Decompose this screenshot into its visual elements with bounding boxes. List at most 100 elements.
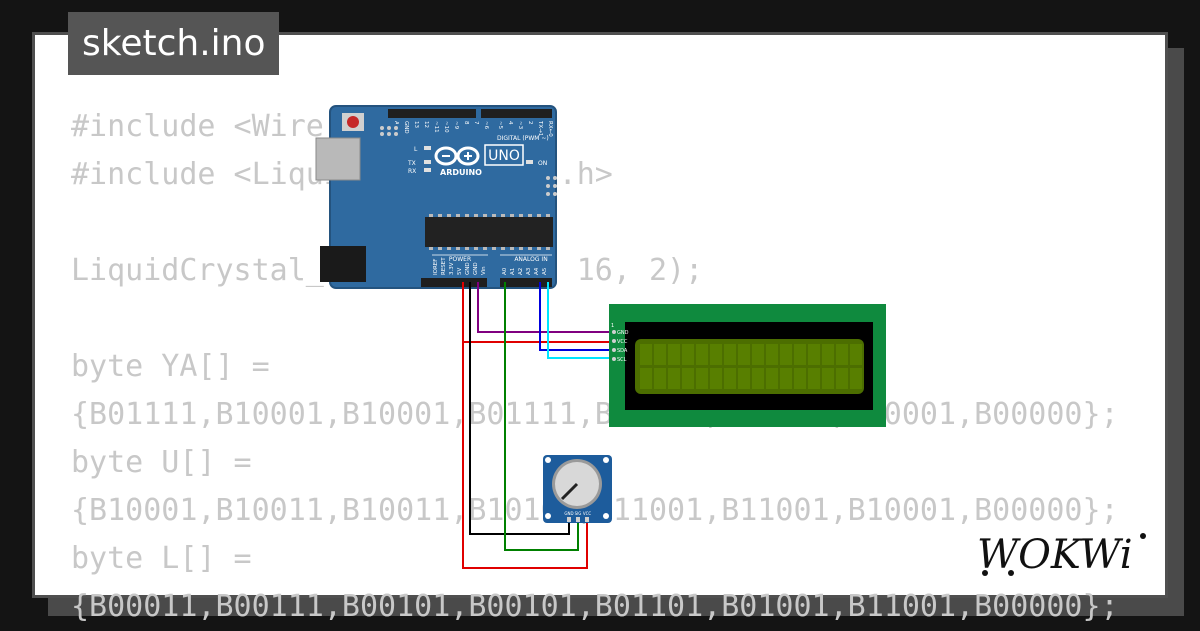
lcd-cell: [794, 344, 806, 365]
lcd-cell: [682, 368, 694, 389]
pot-pin-label: SIG: [575, 511, 582, 516]
digital-header-right: [481, 109, 552, 118]
lcd-cell: [752, 344, 764, 365]
file-tab[interactable]: sketch.ino: [68, 12, 280, 75]
usb-port: [315, 137, 361, 181]
digital-pin-label: ~5: [497, 121, 503, 130]
lcd-pin-one: 1: [611, 323, 614, 329]
wokwi-logo-text: WOKWi: [977, 532, 1133, 578]
lcd-cell: [822, 368, 834, 389]
wire-a0-pot-sig: [504, 282, 579, 551]
lcd-pin[interactable]: [612, 330, 616, 334]
analog-label: ANALOG IN: [514, 256, 547, 263]
analog-pin-label: A2: [518, 268, 524, 275]
power-pin-label: GND: [465, 262, 471, 275]
wire-a5-lcd-scl: [547, 282, 615, 359]
analog-pin-label: A0: [502, 267, 508, 275]
code-line: {B00011,B00111,B00101,B00101,B01101,B010…: [71, 589, 1119, 624]
wire-5v-pot-vcc: [462, 342, 588, 569]
lcd-cell: [836, 344, 848, 365]
led-tx-label: TX: [407, 160, 416, 167]
digital-pin-label: 4: [507, 121, 513, 125]
wire-a4-lcd-sda: [539, 282, 615, 351]
digital-pin-label: 2: [527, 121, 533, 125]
lcd-cell: [738, 368, 750, 389]
lcd-cell: [640, 344, 652, 365]
lcd-pin-label: GND: [617, 330, 629, 336]
power-label: POWER: [449, 256, 471, 263]
power-pin-label: Vin: [481, 266, 487, 275]
lcd-cell: [696, 344, 708, 365]
lcd-cell: [808, 368, 820, 389]
lcd-cell: [668, 368, 680, 389]
code-line: {B01111,B10001,B10001,B01111,B00101,B010…: [71, 397, 1119, 432]
wire-gnd-pot-gnd: [469, 282, 570, 535]
digital-pin-label: ~9: [453, 121, 459, 130]
lcd-pin[interactable]: [612, 339, 616, 343]
digital-pin-label: RX←0: [547, 121, 553, 137]
arduino-infinity-icon: [434, 146, 480, 166]
pot-indicator: [560, 482, 579, 501]
pot-pin[interactable]: [576, 517, 580, 522]
power-pin-label: GND: [473, 262, 479, 275]
lcd-cell: [710, 368, 722, 389]
board-brand: ARDUINO: [440, 168, 482, 177]
digital-pin-label: ~11: [433, 121, 439, 133]
code-line: byte U[] =: [71, 445, 252, 480]
lcd-cell: [808, 344, 820, 365]
lcd-cell: [640, 368, 652, 389]
analog-header: [500, 278, 552, 287]
led-rx-label: RX: [408, 168, 416, 175]
lcd-cell: [850, 344, 862, 365]
lcd-cell: [654, 368, 666, 389]
code-line: byte L[] =: [71, 541, 252, 576]
led-l: [424, 146, 431, 150]
pot-pin[interactable]: [567, 517, 571, 522]
wire-gnd-lcd-gnd: [477, 282, 615, 333]
led-rx: [424, 168, 431, 172]
led-on: [526, 160, 533, 164]
digital-pin-label: ~10: [443, 121, 449, 133]
digital-pin-label: 7: [473, 121, 479, 125]
pot-pin[interactable]: [585, 517, 589, 522]
led-tx: [424, 160, 431, 164]
analog-pin-label: A1: [510, 268, 516, 275]
lcd-cell: [668, 344, 680, 365]
lcd-pin[interactable]: [612, 357, 616, 361]
lcd-cell: [710, 344, 722, 365]
lcd-cell: [682, 344, 694, 365]
power-pin-label: 3.3V: [449, 262, 455, 275]
power-pin-label: IOREF: [433, 259, 439, 275]
power-header: [421, 278, 487, 287]
pot-pin-label: VCC: [583, 511, 592, 516]
lcd-pin[interactable]: [612, 348, 616, 352]
lcd-cell: [794, 368, 806, 389]
lcd-cell: [780, 344, 792, 365]
power-pin-label: 5V: [457, 268, 463, 275]
icsp-header: [378, 124, 402, 138]
led-on-label: ON: [538, 160, 547, 167]
reset-button[interactable]: [347, 116, 359, 128]
lcd-pin-label: SCL: [617, 357, 627, 363]
digital-pin-label: 13: [413, 121, 419, 128]
lcd-cell: [766, 344, 778, 365]
lcd-pin-label: SDA: [617, 348, 628, 354]
lcd-cell: [822, 344, 834, 365]
atmega-chip: [425, 214, 553, 250]
digital-pin-label: ~3: [517, 121, 523, 130]
digital-header-label: DIGITAL (PWM ~): [497, 135, 549, 142]
lcd-cell: [654, 344, 666, 365]
code-line: byte YA[] =: [71, 349, 270, 384]
uno-badge: [484, 144, 524, 166]
digital-header-left: [388, 109, 476, 118]
power-pin-label: RESET: [441, 257, 447, 275]
led-l-label: L: [414, 146, 418, 153]
lcd-cell: [696, 368, 708, 389]
